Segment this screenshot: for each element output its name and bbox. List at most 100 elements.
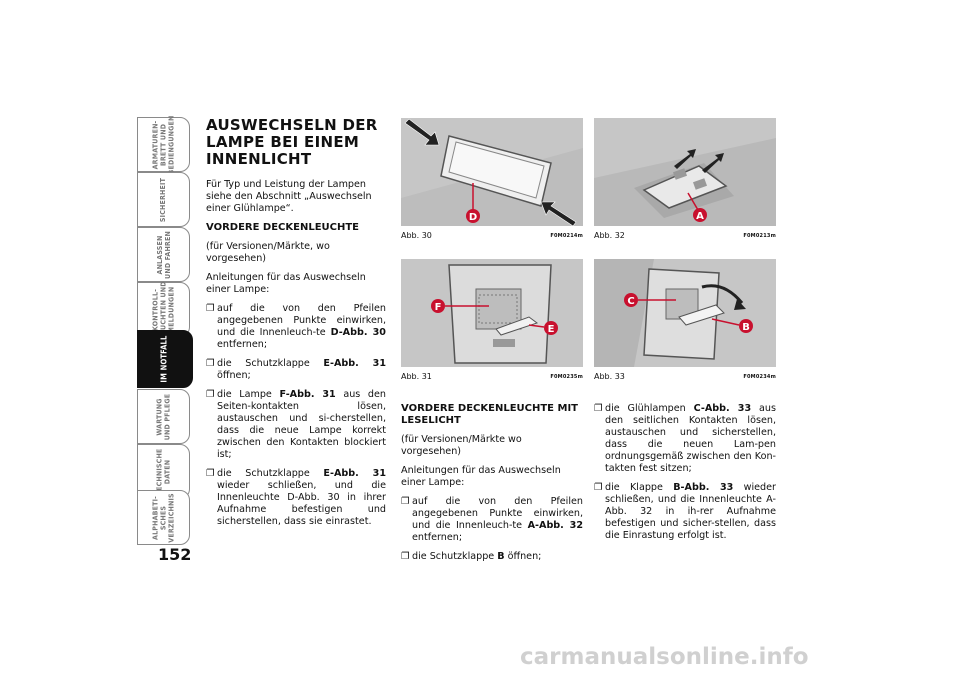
instruction-text: die Glühlampen	[605, 403, 694, 414]
checkbox-bullet-icon: ❐	[206, 468, 215, 479]
page-title: AUSWECHSELN DER LAMPE BEI EINEM INNENLIC…	[206, 116, 378, 168]
side-tab-armaturenbrett[interactable]: ARMATUREN- BRETT UND BEDIENGUNGEN	[137, 115, 190, 174]
side-tab-verzeichnis[interactable]: ALPHABETI- SCHES VERZEICHNIS	[137, 490, 190, 545]
instruction-item: ❐die Schutzklappe E-Abb. 31 wieder schli…	[206, 468, 386, 528]
svg-text:B: B	[742, 322, 750, 333]
figure-abb-33: C B Abb. 33 F0M0234m	[594, 259, 776, 381]
instruction-text: aus den Seiten-kontakten lösen, austausc…	[217, 389, 386, 460]
checkbox-bullet-icon: ❐	[206, 303, 215, 314]
callout-d	[466, 209, 480, 223]
svg-text:D: D	[469, 212, 477, 223]
watermark: carmanualsonline.info	[520, 644, 809, 670]
figure-image: D	[401, 118, 583, 226]
instruction-item: ❐die Glühlampen C-Abb. 33 aus den seitli…	[594, 403, 776, 475]
svg-text:F: F	[435, 302, 442, 313]
svg-text:C: C	[627, 296, 634, 307]
lamp-socket-illustration: F E	[401, 259, 583, 367]
svg-text:E: E	[548, 324, 555, 335]
side-tab-label: SICHERHEIT	[159, 177, 168, 222]
figure-caption: Abb. 31	[401, 372, 432, 381]
checkbox-bullet-icon: ❐	[206, 389, 215, 400]
reading-lamp-illustration: A	[594, 118, 776, 226]
instruction-text: wieder schließen, und die Innenleuchte A…	[605, 482, 776, 541]
left-column: AUSWECHSELN DER LAMPE BEI EINEM INNENLIC…	[206, 117, 386, 535]
figure-abb-30: D Abb. 30 F0M0214m	[401, 118, 583, 240]
page-number: 152	[158, 545, 192, 564]
callout-b	[739, 319, 753, 333]
callout-f	[431, 299, 445, 313]
instruction-text: wieder schließen, und die Innenleuchte D…	[217, 480, 386, 527]
instruction-text: aus den seitlichen Kontakten lösen, aust…	[605, 403, 776, 474]
checkbox-bullet-icon: ❐	[594, 482, 603, 493]
checkbox-bullet-icon: ❐	[401, 551, 410, 562]
side-tab-label: IM NOTFALL	[159, 335, 169, 383]
lead-text: Anleitungen für das Auswechseln einer La…	[206, 272, 366, 295]
figure-reference: B	[497, 551, 505, 562]
figure-reference: E-Abb. 31	[323, 468, 387, 479]
figure-reference: C-Abb. 33	[693, 403, 752, 414]
callout-c	[624, 293, 638, 307]
instruction-text: entfernen;	[412, 532, 463, 543]
figure-caption: Abb. 30	[401, 231, 432, 240]
checkbox-bullet-icon: ❐	[594, 403, 603, 414]
figure-reference: F-Abb. 31	[279, 389, 336, 400]
section-subtitle: (für Versionen/Märkte wo vorgesehen)	[401, 434, 522, 457]
figure-code: F0M0213m	[743, 233, 776, 239]
side-tab-sicherheit[interactable]: SICHERHEIT	[137, 172, 190, 227]
side-tab-label: ANLASSEN UND FAHREN	[155, 230, 172, 279]
svg-text:A: A	[696, 211, 704, 222]
figure-image: F E	[401, 259, 583, 367]
instruction-item: ❐die Klappe B-Abb. 33 wieder schließen, …	[594, 482, 776, 542]
instruction-text: die Schutzklappe	[217, 358, 324, 369]
section-title: VORDERE DECKENLEUCHTE MIT LESELICHT	[401, 403, 578, 426]
checkbox-bullet-icon: ❐	[206, 358, 215, 369]
instruction-text: die Klappe	[605, 482, 674, 493]
figure-image: C B	[594, 259, 776, 367]
side-tab-technische-daten[interactable]: TECHNISCHE DATEN	[137, 444, 190, 499]
instruction-item: ❐die Schutzklappe B öffnen;	[401, 551, 583, 563]
reading-lamp-open-illustration: C B	[594, 259, 776, 367]
figure-reference: A-Abb. 32	[527, 520, 583, 531]
side-tab-anlassen[interactable]: ANLASSEN UND FAHREN	[137, 227, 190, 282]
instruction-item: ❐die Schutzklappe E-Abb. 31 öffnen;	[206, 358, 386, 382]
instruction-item: ❐auf die von den Pfeilen angegebenen Pun…	[206, 303, 386, 351]
figure-code: F0M0234m	[743, 374, 776, 380]
callout-a	[693, 208, 707, 222]
side-tab-kontrollleuchten[interactable]: KONTROLL- LEUCHTEN UND MELDUNGEN	[137, 281, 190, 338]
instruction-text: auf die von den Pfeilen angegebenen Punk…	[412, 496, 583, 531]
section-subtitle: (für Versionen/Märkte, wo vorgesehen)	[206, 241, 330, 264]
figure-reference: E-Abb. 31	[323, 358, 387, 369]
instruction-text: die Schutzklappe	[412, 551, 498, 562]
side-tab-label: TECHNISCHE DATEN	[155, 448, 172, 495]
figure-reference: B-Abb. 33	[673, 482, 734, 493]
figure-caption: Abb. 32	[594, 231, 625, 240]
side-tab-label: ALPHABETI- SCHES VERZEICHNIS	[151, 492, 176, 543]
ceiling-lamp-illustration: D	[401, 118, 583, 226]
instruction-text: die Lampe	[217, 389, 280, 400]
checkbox-bullet-icon: ❐	[401, 496, 410, 507]
instruction-text: entfernen;	[217, 339, 268, 350]
figure-caption: Abb. 33	[594, 372, 625, 381]
section-title: VORDERE DECKENLEUCHTE	[206, 222, 360, 233]
middle-column: VORDERE DECKENLEUCHTE MIT LESELICHT (für…	[401, 403, 583, 570]
instruction-text: die Schutzklappe	[217, 468, 324, 479]
instruction-text: auf die von den Pfeilen angegebenen Punk…	[217, 303, 386, 338]
figure-code: F0M0235m	[550, 374, 583, 380]
side-tab-im-notfall[interactable]: IM NOTFALL	[137, 330, 193, 388]
instruction-text: öffnen;	[217, 370, 251, 381]
instruction-text: öffnen;	[504, 551, 542, 562]
figure-image: A	[594, 118, 776, 226]
figure-reference: D-Abb. 30	[330, 327, 386, 338]
instruction-item: ❐auf die von den Pfeilen angegebenen Pun…	[401, 496, 583, 544]
intro-text: Für Typ und Leistung der Lampen siehe de…	[206, 179, 372, 214]
right-column: ❐die Glühlampen C-Abb. 33 aus den seitli…	[594, 403, 776, 549]
figure-abb-31: F E Abb. 31 F0M0235m	[401, 259, 583, 381]
lead-text: Anleitungen für das Auswechseln einer La…	[401, 465, 561, 488]
instruction-item: ❐die Lampe F-Abb. 31 aus den Seiten-kont…	[206, 389, 386, 461]
side-tab-label: WARTUNG UND PFLEGE	[155, 393, 172, 440]
side-tab-wartung[interactable]: WARTUNG UND PFLEGE	[137, 389, 190, 444]
figure-abb-32: A Abb. 32 F0M0213m	[594, 118, 776, 240]
callout-e	[544, 321, 558, 335]
figure-code: F0M0214m	[550, 233, 583, 239]
side-tab-label: ARMATUREN- BRETT UND BEDIENGUNGEN	[151, 115, 176, 174]
